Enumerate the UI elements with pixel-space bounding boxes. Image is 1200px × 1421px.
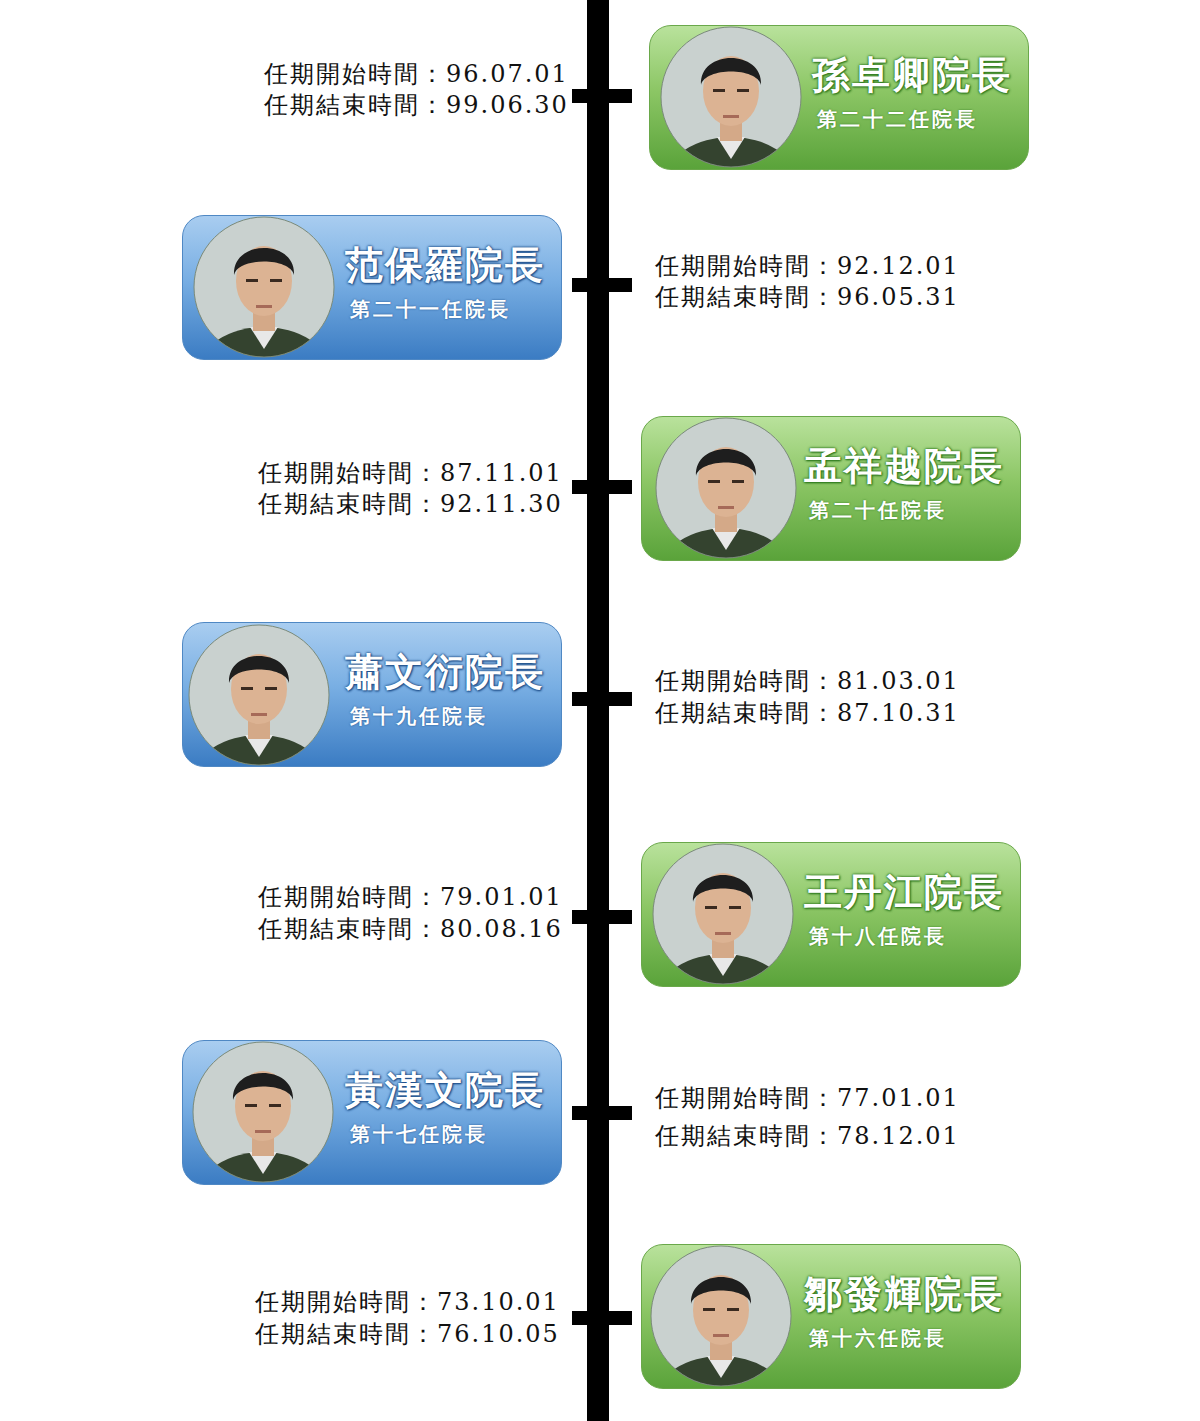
term-number: 第十七任院長 — [350, 1121, 488, 1148]
term-number: 第十九任院長 — [350, 703, 488, 730]
president-name: 黃漢文院長 — [345, 1065, 545, 1116]
term-date: 任期結束時間：76.10.05 — [255, 1320, 560, 1348]
term-number: 第二十任院長 — [809, 497, 947, 524]
president-name: 孫卓卿院長 — [812, 50, 1012, 101]
president-card: 蕭文衍院長第十九任院長 — [182, 622, 562, 767]
timeline-tick — [572, 278, 632, 292]
president-card: 范保羅院長第二十一任院長 — [182, 215, 562, 360]
term-date: 任期結束時間：87.10.31 — [655, 699, 960, 727]
term-date: 任期開始時間：77.01.01 — [655, 1084, 960, 1112]
timeline-tick — [572, 1106, 632, 1120]
term-date: 任期結束時間：99.06.30 — [264, 91, 569, 119]
term-date: 任期開始時間：87.11.01 — [258, 459, 563, 487]
timeline-axis — [587, 0, 609, 1421]
president-name: 鄒發輝院長 — [804, 1269, 1004, 1320]
term-date: 任期開始時間：81.03.01 — [655, 667, 960, 695]
term-date: 任期開始時間：79.01.01 — [258, 883, 563, 911]
term-number: 第二十二任院長 — [817, 106, 978, 133]
timeline-tick — [572, 692, 632, 706]
timeline-tick — [572, 480, 632, 494]
term-date: 任期結束時間：96.05.31 — [655, 283, 960, 311]
president-card: 王丹江院長第十八任院長 — [641, 842, 1021, 987]
term-date: 任期開始時間：73.10.01 — [255, 1288, 560, 1316]
president-card: 鄒發輝院長第十六任院長 — [641, 1244, 1021, 1389]
term-number: 第十八任院長 — [809, 923, 947, 950]
president-name: 孟祥越院長 — [804, 441, 1004, 492]
timeline-tick — [572, 910, 632, 924]
term-date: 任期開始時間：96.07.01 — [264, 60, 569, 88]
president-name: 王丹江院長 — [804, 867, 1004, 918]
term-date: 任期結束時間：92.11.30 — [258, 490, 563, 518]
president-card: 黃漢文院長第十七任院長 — [182, 1040, 562, 1185]
president-name: 范保羅院長 — [345, 240, 545, 291]
president-card: 孫卓卿院長第二十二任院長 — [649, 25, 1029, 170]
president-card: 孟祥越院長第二十任院長 — [641, 416, 1021, 561]
timeline-tick — [572, 1311, 632, 1325]
term-date: 任期結束時間：78.12.01 — [655, 1122, 960, 1150]
term-number: 第二十一任院長 — [350, 296, 511, 323]
president-name: 蕭文衍院長 — [345, 647, 545, 698]
term-date: 任期開始時間：92.12.01 — [655, 252, 960, 280]
term-date: 任期結束時間：80.08.16 — [258, 915, 563, 943]
timeline-tick — [572, 89, 632, 103]
term-number: 第十六任院長 — [809, 1325, 947, 1352]
